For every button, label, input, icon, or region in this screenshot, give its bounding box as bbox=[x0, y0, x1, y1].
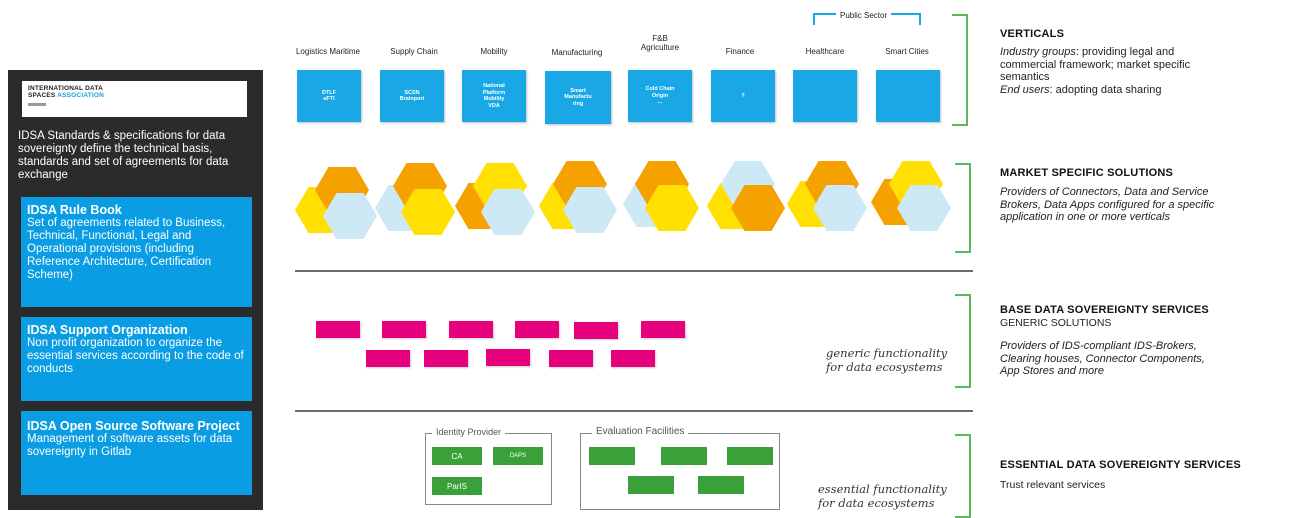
vertical-label-agriculture: F&B Agriculture bbox=[640, 34, 680, 52]
logo-line2: SPACES ASSOCIATION bbox=[28, 92, 105, 99]
rule-book-card: IDSA Rule Book Set of agreements related… bbox=[21, 197, 252, 307]
vertical-label-supply-chain: Supply Chain bbox=[390, 47, 438, 56]
vertical-box-mobility: National Platform Mobility VDA bbox=[462, 70, 526, 122]
idsa-logo: INTERNATIONAL DATA SPACES ASSOCIATION bbox=[22, 81, 247, 117]
evaluation-box bbox=[727, 447, 773, 465]
vertical-label-finance: Finance bbox=[725, 47, 755, 56]
ca-box: CA bbox=[432, 447, 482, 465]
evaluation-box bbox=[698, 476, 744, 494]
rule-book-body: Set of agreements related to Business, T… bbox=[27, 217, 226, 281]
support-org-body: Non profit organization to organize the … bbox=[27, 337, 244, 375]
vertical-label-mobility: Mobility bbox=[480, 47, 508, 56]
support-org-title: IDSA Support Organization bbox=[27, 323, 188, 337]
public-sector-label: Public Sector bbox=[836, 11, 892, 20]
magenta-box bbox=[611, 350, 655, 367]
magenta-box bbox=[549, 350, 593, 367]
daps-box: DAPS bbox=[493, 447, 543, 465]
magenta-box bbox=[316, 321, 360, 338]
paris-box: ParIS bbox=[432, 477, 482, 495]
base-description: Providers of IDS-compliant IDS-Brokers, … bbox=[1000, 340, 1205, 377]
panel-intro: IDSA Standards & specifications for data… bbox=[18, 130, 229, 181]
magenta-box bbox=[486, 349, 530, 366]
essential-bracket bbox=[955, 434, 971, 518]
vertical-label-manufacturing: Manufacturing bbox=[551, 48, 603, 57]
rule-book-title: IDSA Rule Book bbox=[27, 203, 122, 217]
support-org-card: IDSA Support Organization Non profit org… bbox=[21, 317, 252, 401]
vertical-box-healthcare bbox=[793, 70, 857, 122]
magenta-box bbox=[449, 321, 493, 338]
vertical-box-scsn: SCSN Brainport bbox=[380, 70, 444, 122]
base-title: BASE DATA SOVEREIGNTY SERVICES bbox=[1000, 304, 1209, 316]
open-source-card: IDSA Open Source Software Project Manage… bbox=[21, 411, 252, 495]
vertical-label-logistics: Logistics Maritime bbox=[295, 47, 360, 56]
base-bracket bbox=[955, 294, 971, 388]
logo-line1: INTERNATIONAL DATA bbox=[28, 85, 103, 92]
verticals-title: VERTICALS bbox=[1000, 28, 1065, 40]
magenta-box bbox=[366, 350, 410, 367]
vertical-box-dtlf: DTLF eFTI bbox=[297, 70, 361, 122]
separator-line bbox=[295, 270, 973, 272]
evaluation-box bbox=[628, 476, 674, 494]
essential-functionality-label: essential functionality for data ecosyst… bbox=[818, 482, 947, 510]
logo-bar bbox=[28, 103, 46, 106]
market-title: MARKET SPECIFIC SOLUTIONS bbox=[1000, 167, 1174, 179]
identity-provider-label: Identity Provider bbox=[432, 427, 506, 437]
vertical-box-smart-cities bbox=[876, 70, 940, 122]
generic-functionality-label: generic functionality for data ecosystem… bbox=[826, 346, 948, 374]
evaluation-box bbox=[661, 447, 707, 465]
vertical-box-manufacturing: Smart Manufactu ring bbox=[545, 71, 611, 124]
vertical-label-healthcare: Healthcare bbox=[805, 47, 845, 56]
magenta-box bbox=[515, 321, 559, 338]
hexagon-cluster bbox=[295, 161, 951, 239]
open-source-body: Management of software assets for data s… bbox=[27, 433, 233, 458]
magenta-box bbox=[424, 350, 468, 367]
vertical-box-cold-chain: Cold Chain Origin ... bbox=[628, 70, 692, 122]
idsa-panel: INTERNATIONAL DATA SPACES ASSOCIATION ID… bbox=[8, 70, 263, 510]
magenta-box bbox=[641, 321, 685, 338]
separator-line bbox=[295, 410, 973, 412]
essential-title: ESSENTIAL DATA SOVEREIGNTY SERVICES bbox=[1000, 459, 1241, 471]
open-source-title: IDSA Open Source Software Project bbox=[27, 419, 240, 433]
magenta-box bbox=[382, 321, 426, 338]
essential-subtitle: Trust relevant services bbox=[1000, 479, 1106, 491]
evaluation-facilities-frame bbox=[580, 433, 780, 510]
magenta-box bbox=[574, 322, 618, 339]
market-description: Providers of Connectors, Data and Servic… bbox=[1000, 186, 1215, 223]
evaluation-facilities-label: Evaluation Facilities bbox=[592, 426, 689, 437]
vertical-box-finance: ? bbox=[711, 70, 775, 122]
market-bracket bbox=[955, 163, 971, 253]
vertical-label-smart-cities: Smart Cities bbox=[885, 47, 929, 56]
verticals-description: Industry groups: providing legal and com… bbox=[1000, 46, 1191, 96]
base-subtitle: GENERIC SOLUTIONS bbox=[1000, 317, 1112, 329]
verticals-bracket bbox=[952, 14, 968, 126]
evaluation-box bbox=[589, 447, 635, 465]
